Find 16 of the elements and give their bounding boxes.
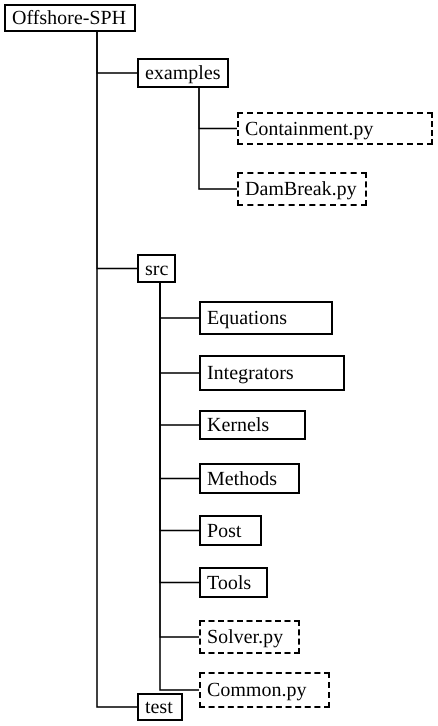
folder-box: Equations: [199, 301, 333, 335]
tree-connector: [96, 32, 137, 708]
folder-box: Offshore-SPH: [4, 4, 136, 32]
folder-box: test: [137, 693, 183, 721]
file-box: Solver.py: [199, 620, 300, 654]
folder-box: Post: [199, 515, 262, 546]
folder-box: Kernels: [199, 410, 306, 440]
file-box: Containment.py: [237, 112, 433, 145]
file-box: DamBreak.py: [237, 172, 367, 206]
tree-connector: [198, 88, 237, 190]
folder-box: Integrators: [199, 355, 345, 391]
folder-box: Tools: [199, 567, 268, 598]
folder-box: Methods: [199, 463, 300, 494]
folder-box: src: [137, 254, 176, 283]
folder-box: examples: [137, 58, 229, 88]
file-box: Common.py: [199, 672, 330, 708]
